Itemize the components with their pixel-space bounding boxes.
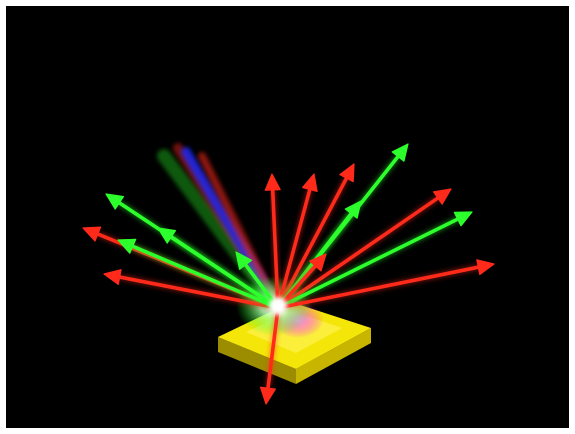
arrow-head (265, 174, 280, 190)
arrow-head (303, 174, 318, 191)
arrow-head (83, 227, 101, 241)
arrow-head (477, 260, 494, 275)
light-core (269, 297, 287, 315)
radiating-arrows-scene (6, 6, 569, 428)
arrow-head (261, 387, 276, 404)
arrow-head (104, 270, 121, 285)
render-viewport (6, 6, 569, 428)
arrow-head (454, 212, 472, 226)
